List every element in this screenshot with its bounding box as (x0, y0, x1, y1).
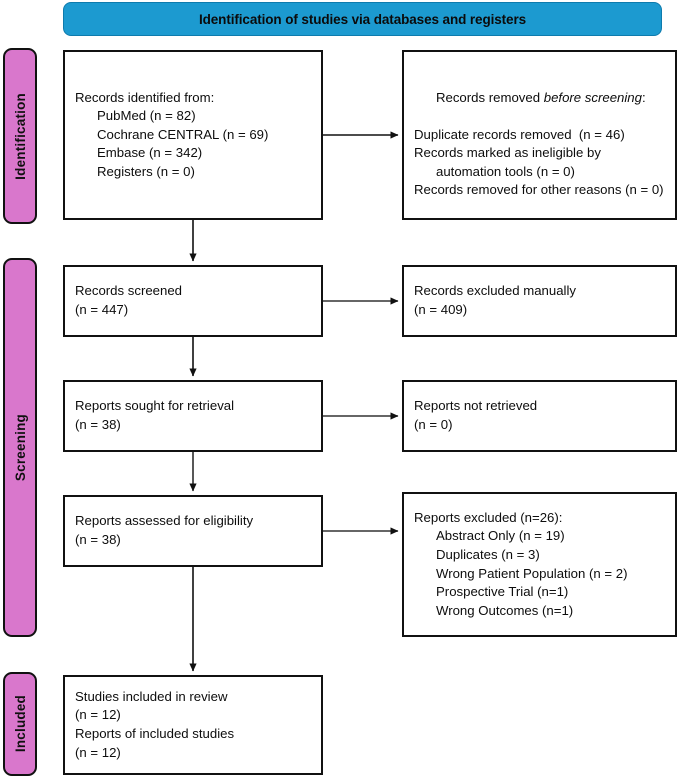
node-records-screened: Records screened (n = 447) (63, 265, 323, 337)
node-reports-assessed: Reports assessed for eligibility (n = 38… (63, 495, 323, 567)
reports-excluded-item-0: Abstract Only (n = 19) (436, 528, 565, 544)
records-identified-item-0: PubMed (n = 82) (97, 108, 196, 124)
node-studies-included: Studies included in review (n = 12) Repo… (63, 675, 323, 775)
records-identified-heading: Records identified from: (75, 89, 215, 105)
reports-excluded-item-3: Prospective Trial (n=1) (436, 584, 569, 600)
reports-included-count: (n = 12) (75, 744, 121, 760)
records-removed-heading-before: Records removed (435, 89, 544, 105)
node-records-removed: Records removed before screening: Duplic… (402, 50, 677, 220)
studies-included-label: Studies included in review (75, 688, 228, 704)
records-identified-item-3: Registers (n = 0) (97, 163, 195, 179)
reports-excluded-item-4: Wrong Outcomes (n=1) (436, 602, 574, 618)
reports-excluded-item-1: Duplicates (n = 3) (436, 546, 540, 562)
records-identified-item-2: Embase (n = 342) (97, 145, 203, 161)
reports-assessed-label: Reports assessed for eligibility (75, 513, 254, 529)
records-excluded-manually-count: (n = 409) (414, 302, 468, 317)
records-identified-item-1: Cochrane CENTRAL (n = 69) (97, 126, 269, 142)
node-reports-excluded: Reports excluded (n=26): Abstract Only (… (402, 492, 677, 637)
records-screened-label: Records screened (75, 283, 183, 299)
records-excluded-manually-label: Records excluded manually (414, 283, 576, 299)
stage-label-screening-text: Screening (12, 413, 28, 482)
banner-title: Identification of studies via databases … (198, 11, 527, 27)
records-removed-item-2: Records removed for other reasons (n = 0… (414, 182, 664, 198)
records-removed-item-1: Records marked as ineligible by automati… (414, 145, 605, 179)
records-removed-heading: Records removed before screening: (414, 70, 665, 126)
stage-label-included: Included (3, 672, 37, 776)
studies-included-count: (n = 12) (75, 707, 121, 723)
node-records-identified: Records identified from: PubMed (n = 82)… (63, 50, 323, 220)
records-removed-heading-italic: before screening (543, 89, 642, 105)
reports-included-label: Reports of included studies (75, 726, 235, 741)
reports-sought-label: Reports sought for retrieval (75, 398, 235, 414)
diagram-banner: Identification of studies via databases … (63, 2, 662, 36)
stage-label-identification: Identification (3, 48, 37, 224)
node-records-excluded-manually: Records excluded manually (n = 409) (402, 265, 677, 337)
reports-excluded-heading: Reports excluded (n=26): (414, 509, 563, 525)
stage-label-identification-text: Identification (12, 92, 28, 180)
stage-label-screening: Screening (3, 258, 37, 637)
records-removed-item-0: Duplicate records removed (n = 46) (414, 126, 625, 142)
node-reports-not-retrieved: Reports not retrieved (n = 0) (402, 380, 677, 452)
records-screened-count: (n = 447) (75, 302, 129, 317)
reports-sought-count: (n = 38) (75, 417, 121, 432)
reports-assessed-count: (n = 38) (75, 532, 121, 547)
reports-not-retrieved-count: (n = 0) (414, 417, 453, 432)
records-removed-heading-after: : (641, 89, 646, 105)
stage-label-included-text: Included (12, 695, 28, 753)
reports-excluded-item-2: Wrong Patient Population (n = 2) (436, 565, 628, 581)
reports-not-retrieved-label: Reports not retrieved (414, 398, 538, 414)
node-reports-sought: Reports sought for retrieval (n = 38) (63, 380, 323, 452)
